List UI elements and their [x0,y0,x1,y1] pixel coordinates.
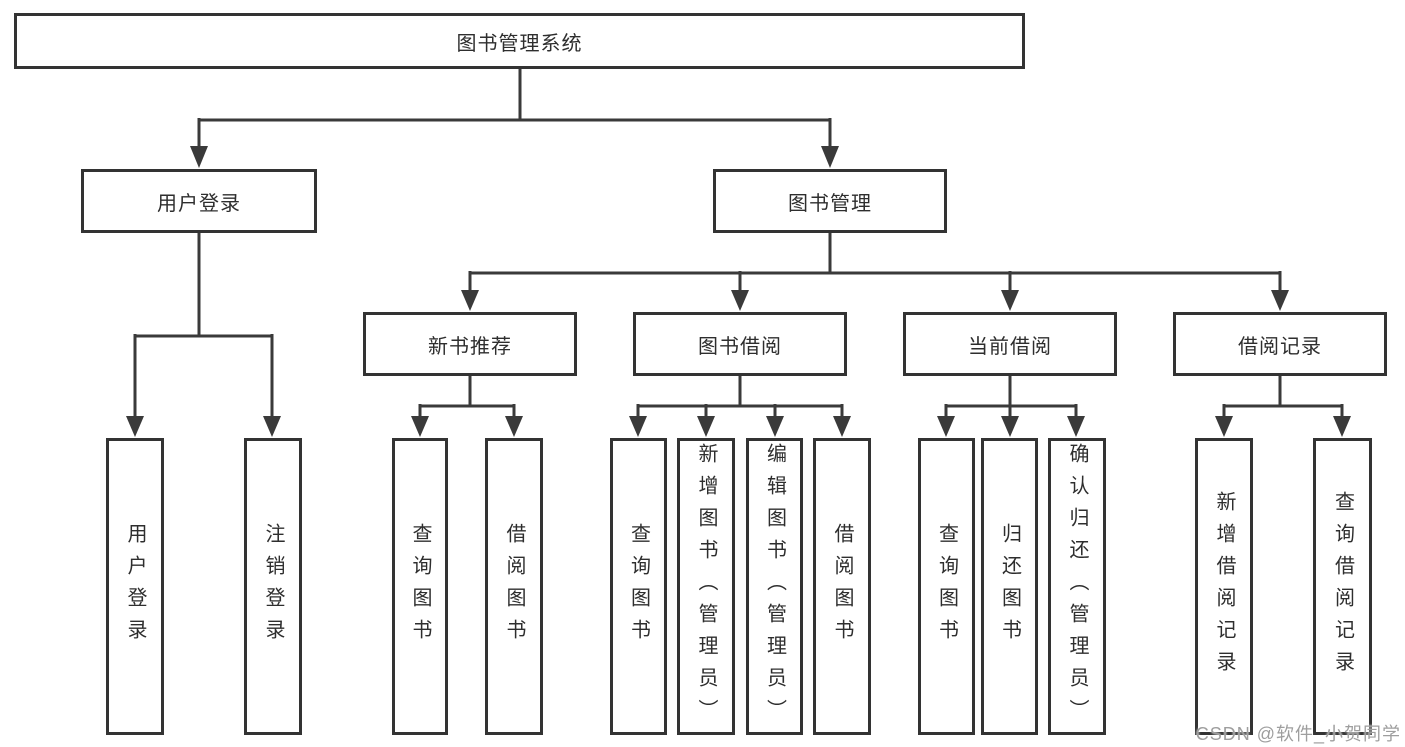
leaf-borrowing-add-books-admin: 新增图书（管理员） [677,438,735,735]
leaf-recommend-query-books: 查询图书 [392,438,448,735]
leaf-label: 注销登录 [262,522,284,651]
connector-user-login-branch [133,231,274,418]
node-label: 用户登录 [157,192,241,215]
node-label: 图书借阅 [698,335,782,358]
node-book-borrowing: 图书借阅 [633,312,847,376]
leaf-logout: 注销登录 [244,438,302,735]
leaf-current-query-books: 查询图书 [918,438,975,735]
arrowheads-current-borrowing-leaves [937,416,1085,437]
leaf-records-query-record: 查询借阅记录 [1313,438,1372,735]
node-current-borrowing: 当前借阅 [903,312,1117,376]
leaf-label: 用户登录 [124,522,146,651]
arrowheads-new-book-recommend-leaves [411,416,523,437]
node-library-management-system: 图书管理系统 [14,13,1025,69]
node-borrowing-records: 借阅记录 [1173,312,1387,376]
leaf-label: 查询借阅记录 [1331,490,1354,683]
leaf-label: 新增借阅记录 [1213,490,1235,683]
node-book-management: 图书管理 [713,169,947,233]
connector-book-borrowing-branch [636,374,844,418]
leaf-label: 查询图书 [627,522,650,651]
connector-new-book-recommend-branch [418,374,516,418]
connector-current-borrowing-branch [944,374,1078,418]
leaf-borrowing-query-books: 查询图书 [610,438,667,735]
node-label: 图书管理 [788,192,872,215]
arrowheads-level3 [461,290,1289,311]
leaf-records-add-record: 新增借阅记录 [1195,438,1253,735]
leaf-current-confirm-return-admin: 确认归还（管理员） [1048,438,1106,735]
leaf-borrowing-borrow-books: 借阅图书 [813,438,871,735]
connector-root-to-level2 [197,67,832,148]
connector-book-management-branch [468,232,1282,292]
csdn-watermark: CSDN @软件_小贺同学 [1195,724,1401,744]
node-label: 新书推荐 [428,335,512,358]
node-label: 借阅记录 [1238,335,1322,358]
leaf-label: 查询图书 [409,522,431,651]
leaf-current-return-books: 归还图书 [981,438,1038,735]
leaf-label: 借阅图书 [503,522,525,651]
node-label: 图书管理系统 [456,32,583,55]
leaf-user-login: 用户登录 [106,438,164,735]
leaf-label: 归还图书 [998,522,1021,651]
arrowheads-user-login-leaves [126,416,281,437]
node-user-login: 用户登录 [81,169,317,233]
leaf-borrowing-edit-books-admin: 编辑图书（管理员） [746,438,803,735]
leaf-label: 借阅图书 [831,522,853,651]
node-new-book-recommend: 新书推荐 [363,312,577,376]
leaf-label: 编辑图书（管理员） [763,442,786,731]
connector-borrowing-records-branch [1222,374,1344,418]
node-label: 当前借阅 [968,335,1052,358]
arrowheads-level2 [190,146,839,168]
leaf-label: 确认归还（管理员） [1066,442,1088,731]
leaf-label: 新增图书（管理员） [695,442,717,731]
leaf-label: 查询图书 [935,522,958,651]
arrowheads-book-borrowing-leaves [629,416,851,437]
arrowheads-borrowing-records-leaves [1215,416,1351,437]
leaf-recommend-borrow-books: 借阅图书 [485,438,543,735]
